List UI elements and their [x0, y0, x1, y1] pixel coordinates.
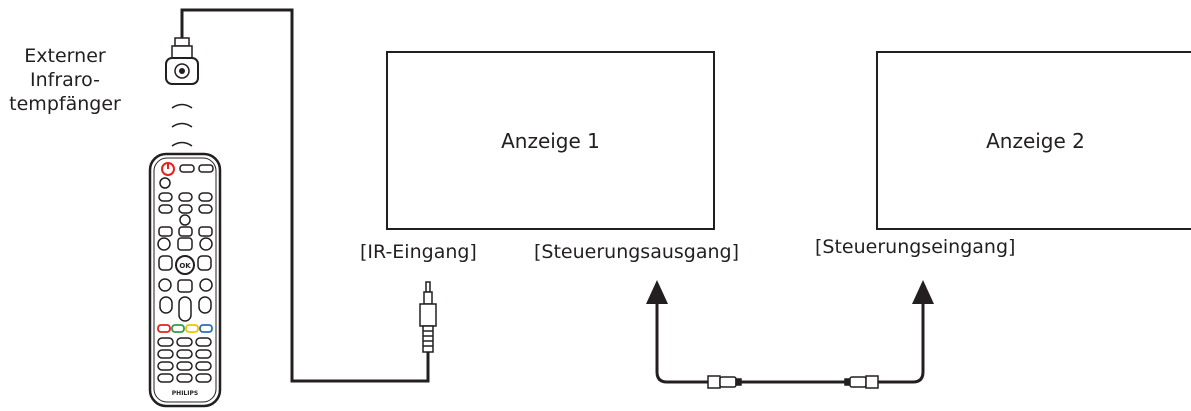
remote-ok-label: OK [179, 262, 191, 270]
ir-input-label: [IR-Eingang] [360, 241, 477, 263]
ir-signal-icon [171, 103, 193, 147]
control-output-label: [Steuerungsausgang] [534, 241, 740, 263]
cable-connector-icon [844, 375, 879, 389]
control-cable [655, 300, 925, 384]
arrow-up-icon [912, 280, 934, 304]
remote-brand-label: PHILIPS [172, 390, 198, 397]
display-1: Anzeige 1 [386, 51, 715, 230]
ir-sensor-cable [180, 8, 430, 383]
ir-sensor-label-line: tempfänger [9, 93, 121, 115]
ir-sensor-label: Externer Infraro- tempfänger [0, 44, 130, 116]
cable-connector-icon [707, 375, 742, 389]
display-2: Anzeige 2 [876, 51, 1191, 230]
arrow-up-icon [646, 280, 668, 304]
ir-sensor-label-line: Infraro- [29, 69, 101, 91]
ir-sensor-label-line: Externer [24, 45, 106, 67]
ir-sensor-icon [165, 37, 199, 85]
audio-jack-icon [419, 281, 437, 353]
display-1-label: Anzeige 1 [501, 128, 600, 153]
display-2-label: Anzeige 2 [986, 128, 1085, 153]
remote-control-icon: OK PHILIPS [148, 152, 222, 408]
control-input-label: [Steuerungseingang] [815, 236, 1016, 258]
